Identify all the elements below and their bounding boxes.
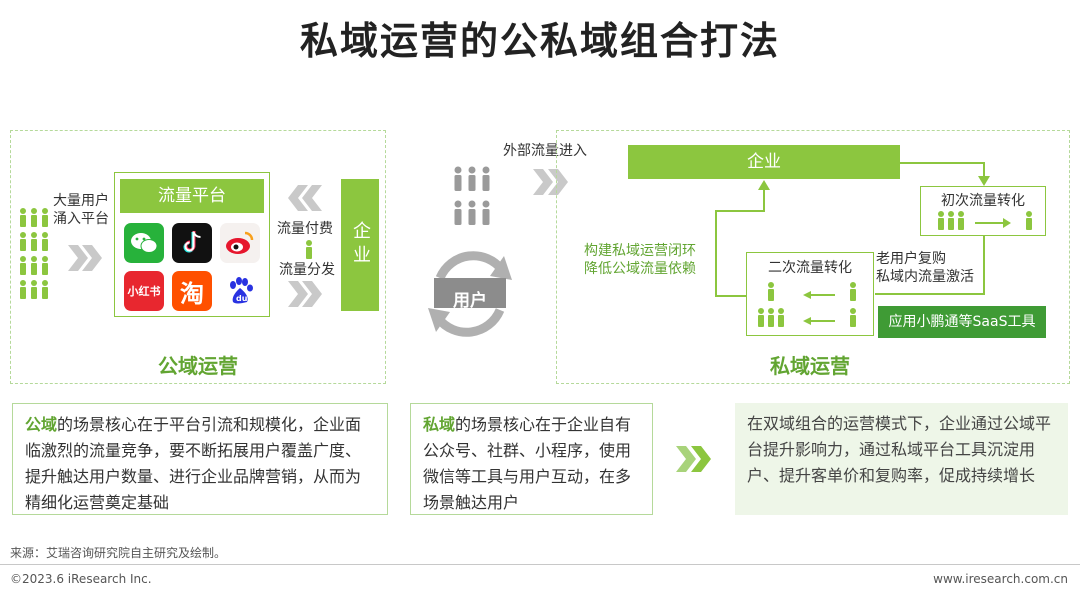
user-crowd-icon [454, 166, 490, 225]
app-grid: 小红书 淘 du [115, 223, 269, 311]
public-domain-caption: 公域运营 [158, 354, 238, 378]
enterprise-box: 企业 [341, 179, 379, 311]
connector-line [983, 162, 985, 182]
weibo-icon [220, 223, 260, 263]
traffic-platform-box: 流量平台 小红书 淘 du [114, 172, 270, 317]
user-label: 用户 [453, 291, 487, 311]
svg-text:du: du [236, 294, 248, 303]
connector-line [715, 210, 765, 212]
public-domain-panel [10, 130, 386, 384]
baidu-icon: du [220, 271, 260, 311]
connector-line [875, 293, 985, 295]
xiaohongshu-icon: 小红书 [124, 271, 164, 311]
private-domain-caption: 私域运营 [770, 354, 850, 378]
user-crowd-icon [20, 208, 48, 299]
copyright: ©2023.6 iResearch Inc. [10, 572, 152, 586]
external-traffic-label: 外部流量进入 [503, 143, 587, 159]
users-to-user-icon [938, 211, 1032, 230]
source-note: 来源：艾瑞咨询研究院自主研究及绘制。 [10, 546, 227, 560]
combined-mode-description: 在双域组合的运营模式下，企业通过公域平台提升影响力，通过私域平台工具沉淀用户、提… [735, 403, 1068, 515]
chevron-right-icon [676, 446, 711, 472]
wechat-icon [124, 223, 164, 263]
connector-line [900, 162, 984, 164]
chevron-right-icon [288, 281, 322, 307]
arrow-down-icon [978, 176, 990, 186]
chevron-right-icon [533, 169, 568, 195]
user-cycle-icon [428, 251, 512, 337]
taobao-icon: 淘 [172, 271, 212, 311]
chevron-left-icon [288, 185, 322, 211]
user-icon [306, 240, 312, 259]
public-domain-description: 公域的场景核心在于平台引流和规模化，企业面临激烈的流量竞争，要不断拓展用户覆盖广… [12, 403, 388, 515]
connector-line [983, 236, 985, 294]
second-conversion-box: 二次流量转化 [746, 252, 874, 336]
private-domain-description: 私域的场景核心在于企业自有公众号、社群、小程序，使用微信等工具与用户互动，在多场… [410, 403, 653, 515]
loop-label: 构建私域运营闭环 降低公域流量依赖 [584, 243, 696, 277]
page-title: 私域运营的公私域组合打法 [299, 19, 780, 63]
arrow-up-icon [758, 180, 770, 190]
connector-line [715, 210, 717, 296]
private-domain-panel [556, 130, 1070, 384]
connector-line [715, 295, 747, 297]
traffic-distribute-label: 流量分发 [279, 262, 335, 278]
enterprise-banner: 企业 [628, 145, 900, 179]
first-conversion-box: 初次流量转化 [920, 186, 1046, 236]
website-link[interactable]: www.iresearch.com.cn [933, 572, 1068, 586]
chevron-right-icon [68, 245, 102, 271]
old-user-label: 老用户复购 私域内流量激活 [876, 251, 974, 285]
footer-divider [0, 564, 1080, 565]
users-label: 大量用户 涌入平台 [53, 193, 109, 227]
user-flow-icon [758, 282, 856, 327]
traffic-pay-label: 流量付费 [277, 221, 333, 237]
traffic-platform-label: 流量平台 [120, 179, 264, 213]
saas-tool-badge: 应用小鹏通等SaaS工具 [878, 306, 1046, 338]
douyin-icon [172, 223, 212, 263]
connector-line [763, 188, 765, 212]
